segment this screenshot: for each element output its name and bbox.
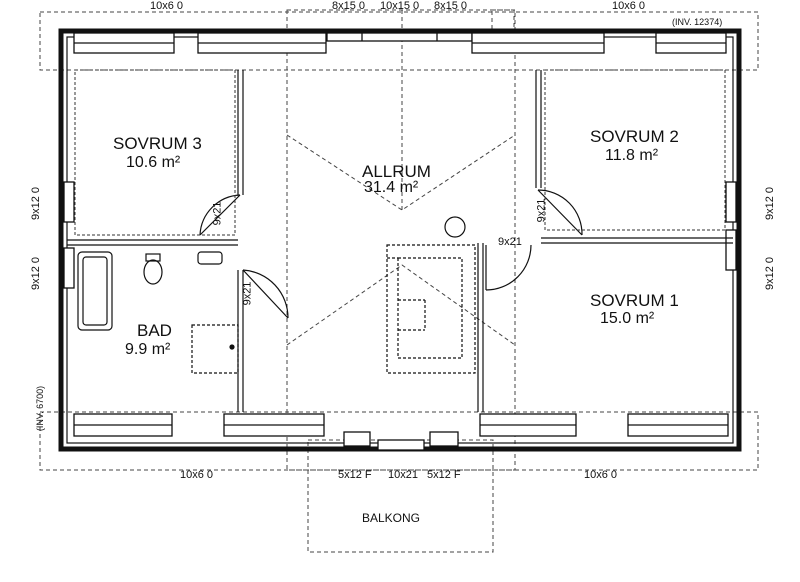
room-outlines (74, 69, 726, 236)
room-area-sovrum3: 10.6 m² (126, 154, 181, 171)
door-label-sovrum3: 9x21 (211, 201, 224, 226)
room-name-allrum: ALLRUM (362, 162, 431, 181)
door-label-bad: 9x21 (241, 281, 254, 306)
room-area-allrum: 31.4 m² (364, 179, 419, 196)
interior-walls (67, 70, 733, 412)
inventory-label-left: (INV. 6700) (35, 385, 46, 432)
room-name-sovrum2: SOVRUM 2 (590, 127, 679, 146)
window-label-right-lower: 9x12 0 (764, 256, 777, 291)
window-label-left-upper: 9x12 0 (30, 186, 43, 221)
room-name-sovrum3: SOVRUM 3 (113, 134, 202, 153)
window-label-top-a: 8x15 0 (332, 0, 366, 12)
bathroom-fixtures (77, 251, 239, 374)
room-name-sovrum1: SOVRUM 1 (590, 291, 679, 310)
stairs (386, 244, 476, 374)
window-label-balcony-right: 5x12 F (427, 469, 461, 481)
window-label-left-lower: 9x12 0 (30, 256, 43, 291)
door-label-sovrum1: 9x21 (498, 236, 522, 248)
window-label-top-left: 10x6 0 (150, 0, 184, 12)
window-label-bottom-left: 10x6 0 (180, 469, 214, 481)
door-label-sovrum2: 9x21 (535, 198, 548, 223)
room-area-bad: 9.9 m² (125, 341, 171, 358)
window-label-bottom-right: 10x6 0 (584, 469, 618, 481)
room-area-sovrum1: 15.0 m² (600, 310, 655, 327)
chimney (444, 216, 466, 238)
window-label-top-b: 10x15 0 (380, 0, 420, 12)
window-label-balcony-left: 5x12 F (338, 469, 372, 481)
window-frames (63, 32, 737, 451)
window-label-balcony-door: 10x21 (388, 469, 418, 481)
window-label-right-upper: 9x12 0 (764, 186, 777, 221)
inventory-label-top: (INV. 12374) (672, 17, 723, 27)
room-area-sovrum2: 11.8 m² (605, 147, 659, 164)
room-name-bad: BAD (137, 321, 172, 340)
door-swings (199, 189, 583, 319)
window-label-top-right: 10x6 0 (612, 0, 646, 12)
balcony-label: BALKONG (362, 511, 421, 525)
window-label-top-c: 8x15 0 (434, 0, 468, 12)
